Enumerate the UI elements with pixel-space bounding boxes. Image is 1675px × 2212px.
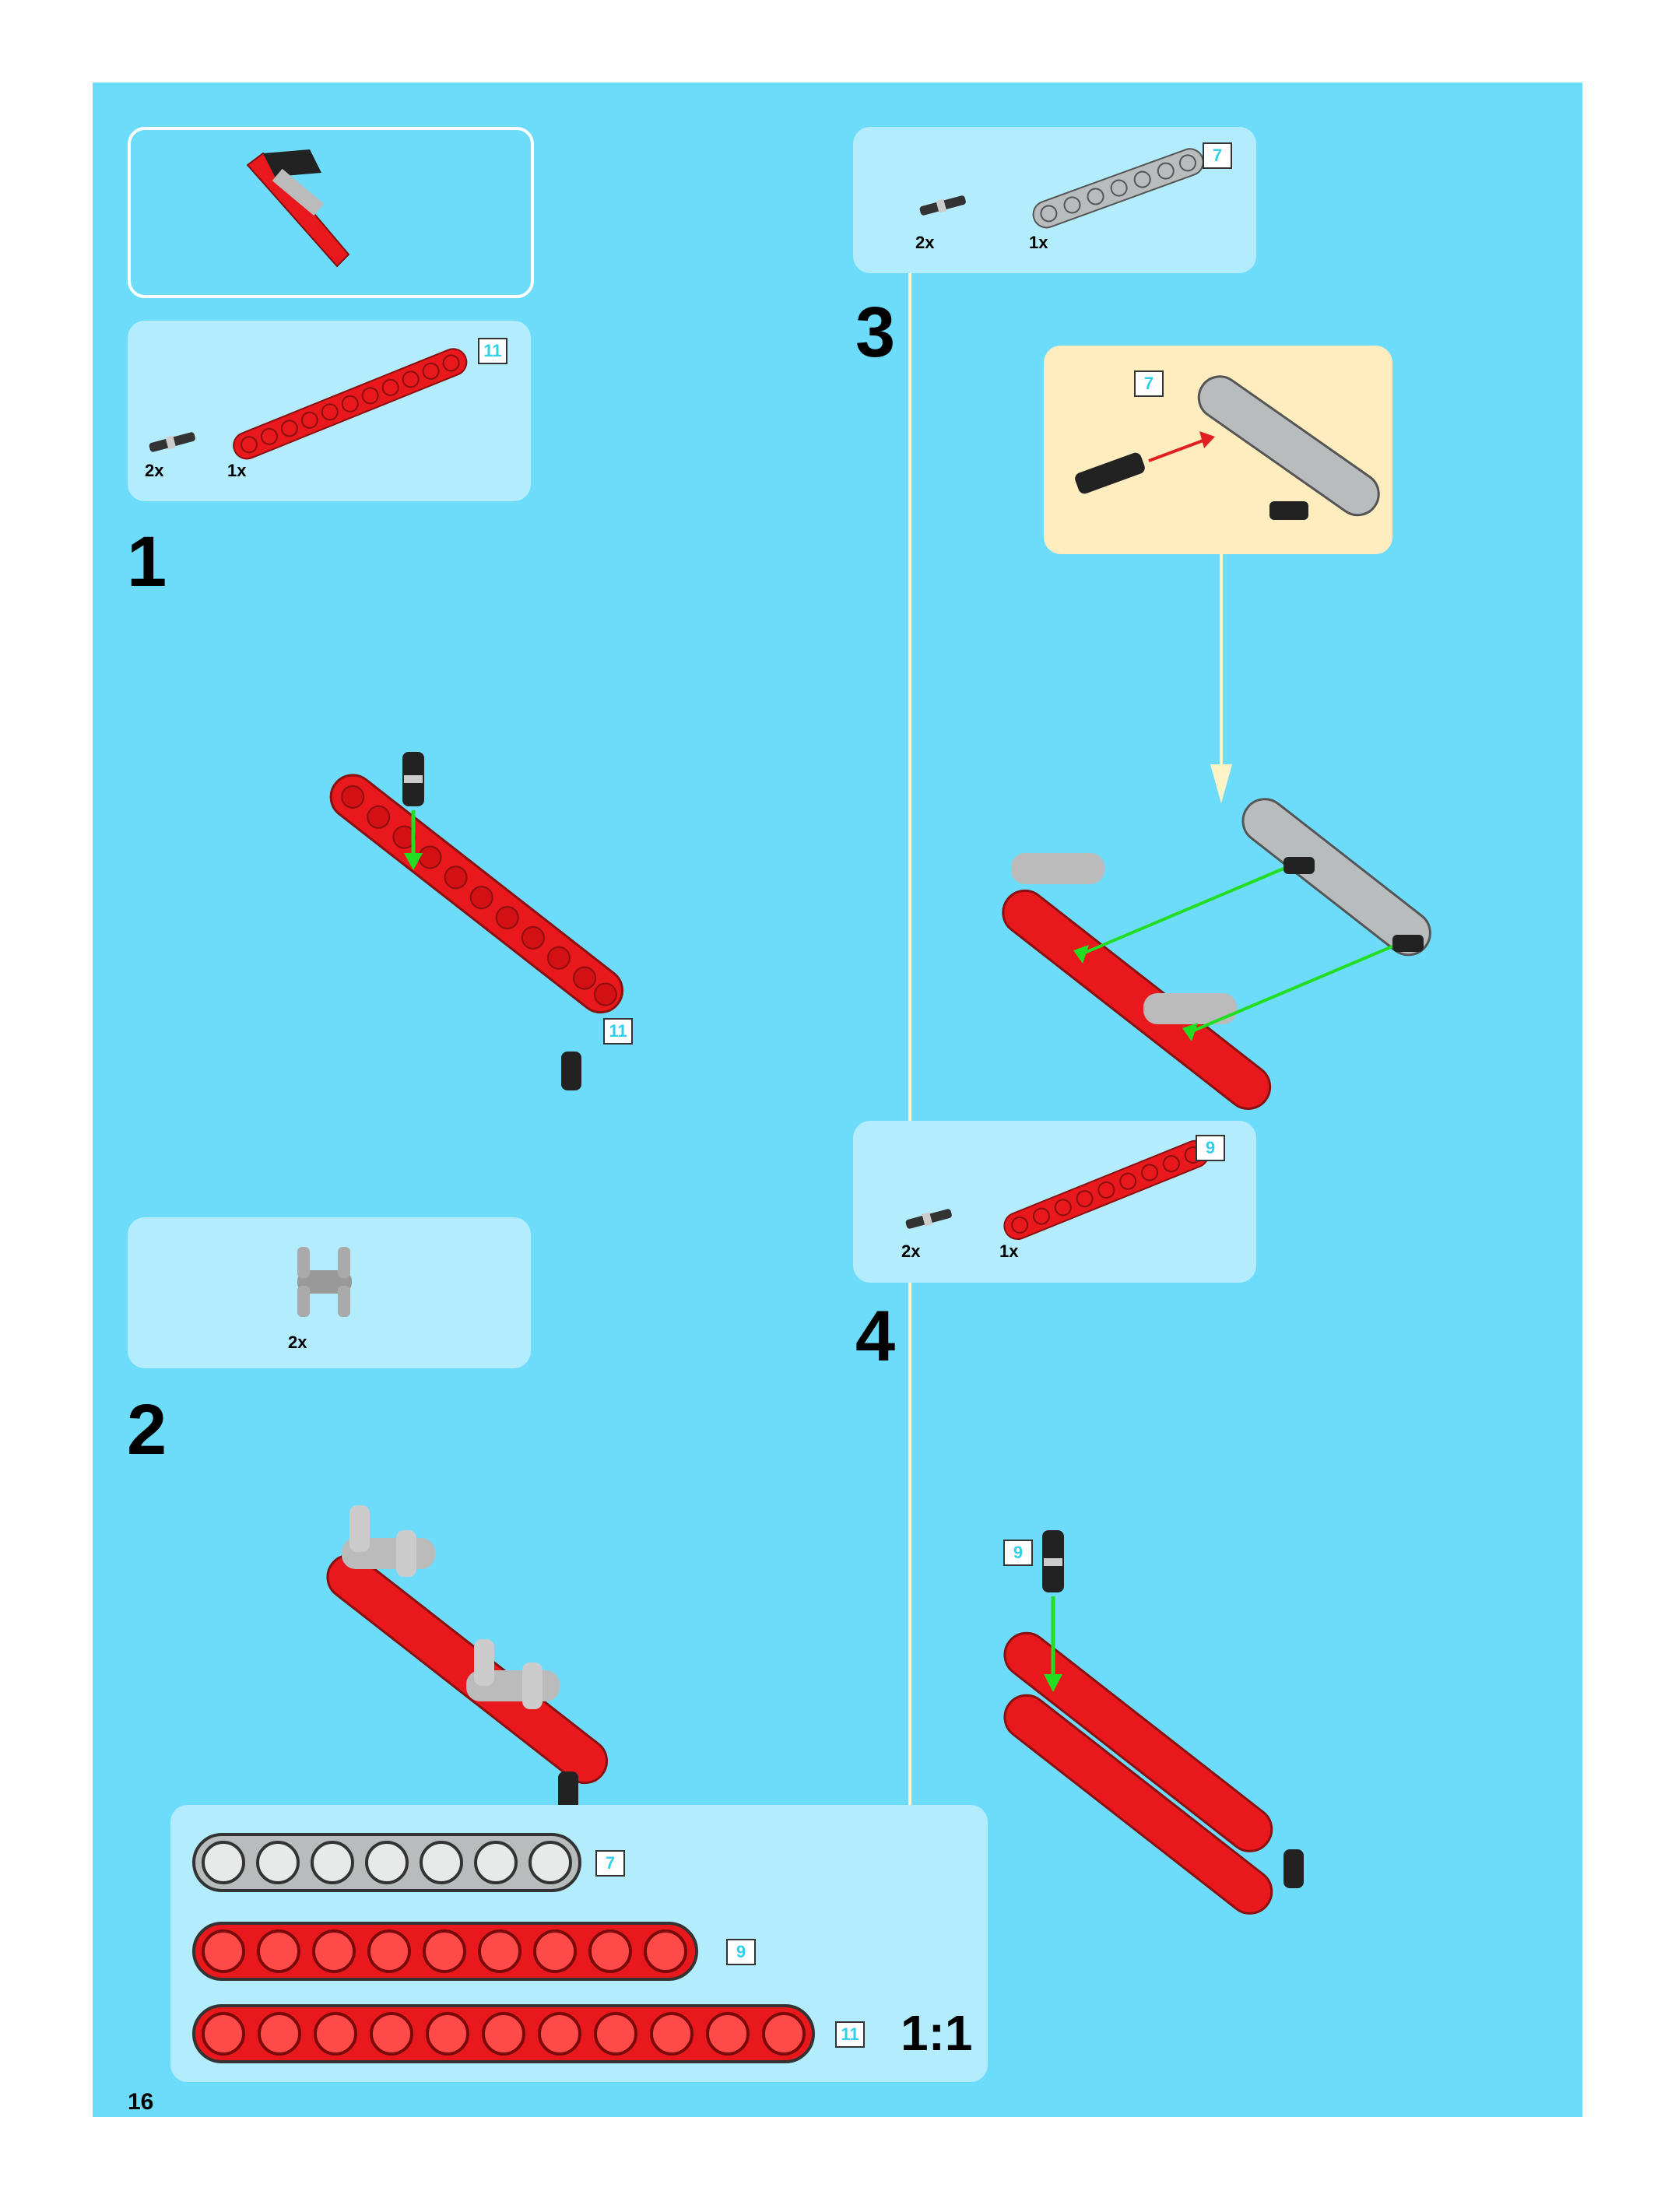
step1-parts-box: 2x 1x 11: [128, 321, 531, 501]
step3-pin-qty: 2x: [915, 233, 935, 252]
step4-number: 4: [855, 1297, 896, 1376]
step1-pin-qty: 2x: [145, 461, 164, 480]
step3-beam-qty: 1x: [1029, 233, 1048, 252]
red-beam-9-icon: [1003, 1139, 1210, 1241]
step1-number: 1: [127, 522, 167, 602]
scale-reference-box: 7 9 11 1:1: [170, 1805, 988, 2082]
scale-tag-7: 7: [595, 1850, 625, 1877]
callout-illustration: [1075, 375, 1380, 520]
step3-assembly-illustration: [1002, 798, 1431, 1110]
step4-assembly-illustration: [1003, 1530, 1304, 1915]
page-number: 16: [128, 2089, 154, 2115]
step4-callout-length-tag: 9: [1003, 1540, 1033, 1566]
cross-connector-icon: [297, 1247, 352, 1317]
step1-beam-qty: 1x: [227, 461, 247, 480]
step3-callout-box: 7: [1044, 346, 1392, 554]
step4-parts-box: 2x 1x 9: [853, 1121, 1256, 1283]
scale-beam-7: [192, 1833, 581, 1892]
submodel-preview-illustration: [246, 149, 350, 268]
scale-tag-9: 9: [726, 1939, 756, 1965]
step1-assembly-illustration: [329, 752, 624, 1090]
connector-pin-icon: [149, 432, 195, 452]
grey-beam-7-icon: [1032, 148, 1204, 229]
step4-pin-qty: 2x: [901, 1241, 921, 1261]
step3-callout-length-tag: 7: [1134, 370, 1164, 397]
callout-pointer-arrow: [1210, 554, 1232, 803]
step2-parts-box: 2x: [128, 1217, 531, 1368]
scale-ratio-label: 1:1: [901, 2005, 973, 2061]
step2-qty: 2x: [288, 1332, 307, 1352]
scale-tag-11: 11: [835, 2021, 865, 2048]
connector-pin-icon: [905, 1209, 952, 1229]
step3-parts-length-tag: 7: [1203, 142, 1232, 169]
column-divider: [908, 210, 911, 1852]
scale-beam-11: [192, 2004, 815, 2063]
step1-parts-length-tag: 11: [478, 338, 507, 364]
scale-beam-9: [192, 1922, 698, 1981]
connector-pin-icon: [919, 195, 966, 216]
step4-parts-length-tag: 9: [1196, 1135, 1225, 1161]
instruction-page: 2x 1x 11 1 11: [93, 83, 1582, 2117]
step3-parts-box: 2x 1x 7: [853, 127, 1256, 273]
step1-callout-length-tag: 11: [603, 1018, 633, 1045]
step2-assembly-illustration: [326, 1505, 609, 1810]
red-beam-11-icon: [233, 348, 468, 460]
step2-number: 2: [127, 1390, 167, 1469]
step3-number: 3: [855, 293, 896, 372]
submodel-overview-box: [128, 127, 534, 298]
step4-beam-qty: 1x: [999, 1241, 1019, 1261]
